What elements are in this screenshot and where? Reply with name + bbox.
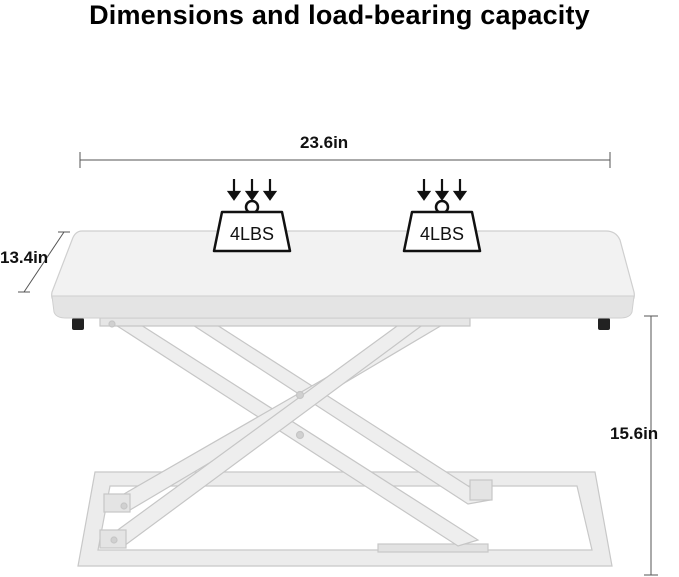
down-arrow-icon bbox=[226, 179, 278, 201]
load-right: 4LBS bbox=[402, 179, 482, 253]
height-dimension-line bbox=[644, 315, 658, 576]
depth-label: 13.4in bbox=[0, 248, 49, 267]
desk-feet bbox=[72, 318, 610, 330]
width-label: 23.6in bbox=[300, 133, 349, 152]
width-dimension-line bbox=[79, 152, 611, 168]
load-label: 4LBS bbox=[230, 224, 274, 244]
load-label: 4LBS bbox=[420, 224, 464, 244]
load-left: 4LBS bbox=[212, 179, 292, 253]
weight-icon bbox=[212, 199, 292, 253]
weight-icon bbox=[402, 199, 482, 253]
depth-dimension-line bbox=[18, 231, 70, 293]
scissor-legs bbox=[99, 317, 493, 549]
down-arrow-icon bbox=[416, 179, 468, 201]
page-title: Dimensions and load-bearing capacity bbox=[89, 0, 590, 30]
desk-top bbox=[51, 230, 635, 319]
height-label: 15.6in bbox=[610, 424, 659, 443]
